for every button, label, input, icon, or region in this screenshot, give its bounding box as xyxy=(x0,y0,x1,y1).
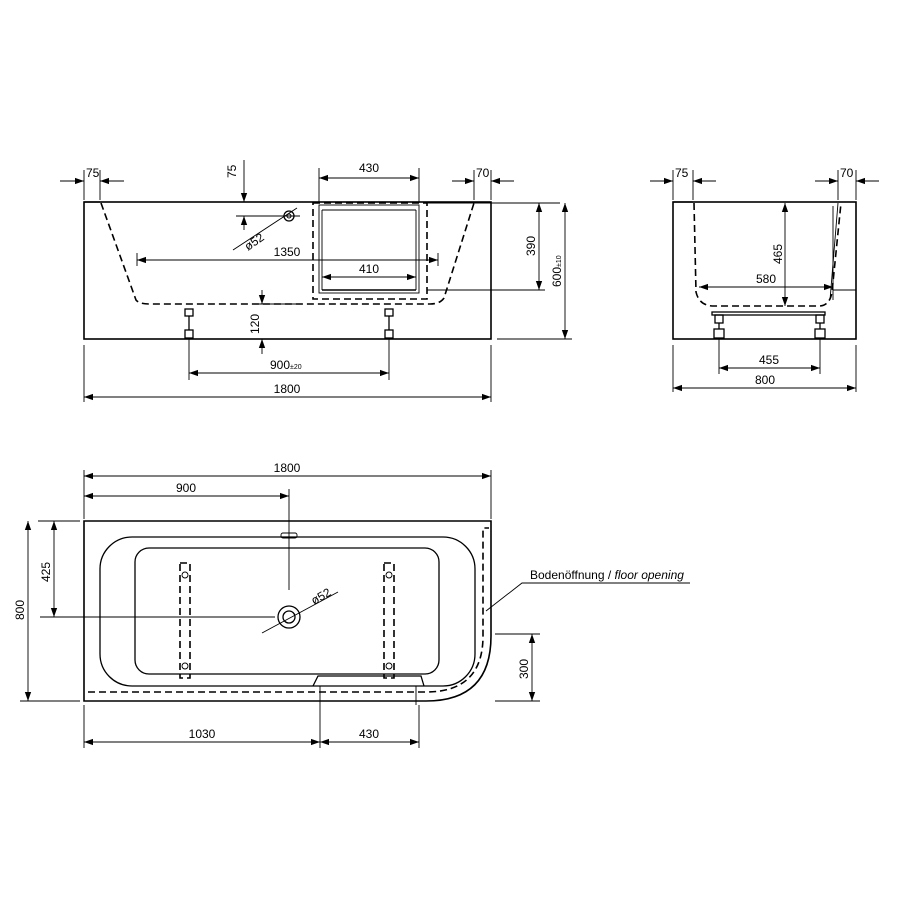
front-dim-step-width: 410 xyxy=(359,262,379,276)
top-dim-corner-radius: 300 xyxy=(517,659,531,679)
front-door-opening xyxy=(312,202,428,300)
front-dim-floor-clearance: 120 xyxy=(248,314,262,334)
front-dim-top-rim: 75 xyxy=(225,164,239,178)
top-dim-drain-position: 900 xyxy=(176,481,196,495)
front-dim-left-rim: 75 xyxy=(86,166,100,180)
front-dim-total-height: 600±10 xyxy=(550,255,564,287)
front-dim-feet-spacing: 900±20 xyxy=(270,358,302,372)
front-view: 75 75 430 70 ø52 1350 410 390 xyxy=(60,160,572,402)
side-dim-depth: 465 xyxy=(771,244,785,264)
side-dim-left-rim: 75 xyxy=(675,166,689,180)
front-view-outline xyxy=(83,201,492,340)
top-dim-door-width: 430 xyxy=(359,727,379,741)
top-dim-drain-offset: 425 xyxy=(39,562,53,582)
top-basin-outer xyxy=(99,536,476,687)
front-dim-door-width: 430 xyxy=(359,161,379,175)
top-dim-drain-diameter: ø52 xyxy=(309,585,334,608)
side-dim-total-width: 800 xyxy=(755,373,775,387)
side-view-outline xyxy=(672,201,857,340)
side-dim-inner-width: 580 xyxy=(756,272,776,286)
frame-rail-left xyxy=(179,562,191,679)
side-view: 75 70 465 580 455 800 xyxy=(650,166,879,392)
front-dim-drain-diameter: ø52 xyxy=(242,230,267,254)
front-foot-left xyxy=(184,308,194,339)
top-dim-total-length: 1800 xyxy=(274,461,301,475)
top-basin-inner xyxy=(134,547,440,675)
frame-rail-right xyxy=(383,562,395,679)
side-basin-outline xyxy=(693,202,842,307)
front-foot-right xyxy=(384,308,394,339)
top-drain xyxy=(277,605,301,629)
floor-opening-callout: Bodenöffnung / floor opening xyxy=(530,568,684,582)
side-frame-bar xyxy=(711,311,826,316)
top-dim-total-width: 800 xyxy=(13,600,27,620)
front-dim-inner-length: 1350 xyxy=(274,245,301,259)
side-dim-feet-spacing: 455 xyxy=(759,353,779,367)
top-dim-door-offset: 1030 xyxy=(189,727,216,741)
side-dim-right-rim: 70 xyxy=(840,166,854,180)
floor-opening-outline xyxy=(88,527,489,693)
top-door-step xyxy=(312,675,425,687)
top-view-outline xyxy=(83,520,492,702)
top-view: 1800 900 425 800 ø52 Bodenöffnung / floo… xyxy=(13,461,690,748)
front-dim-right-rim: 70 xyxy=(476,166,490,180)
front-dim-door-height: 390 xyxy=(524,236,538,256)
front-dim-total-length: 1800 xyxy=(274,382,301,396)
